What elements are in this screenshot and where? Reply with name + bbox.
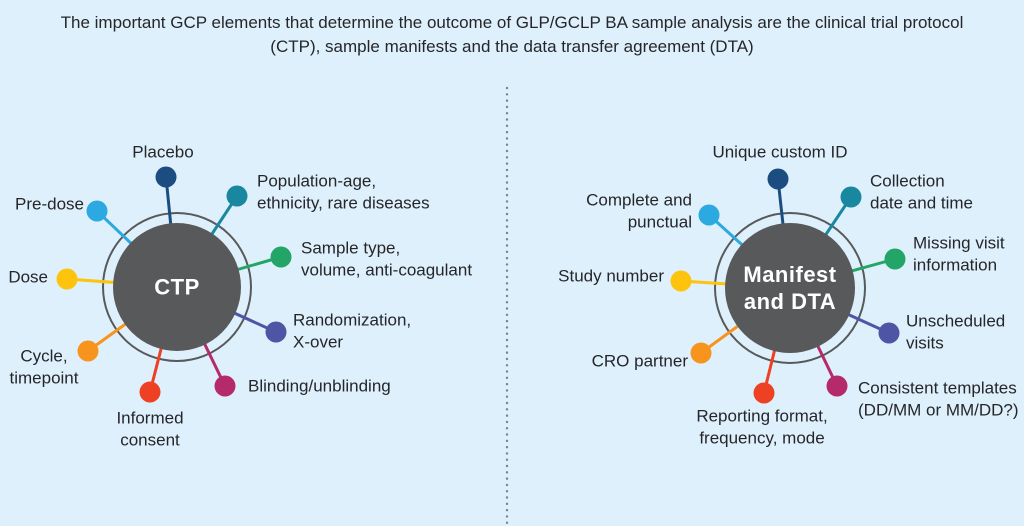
spoke-dot [86, 200, 108, 222]
spoke-dot [56, 268, 78, 290]
spoke-dot [878, 322, 900, 344]
hub-circle-ctp [113, 223, 241, 351]
spoke-dot [670, 270, 692, 292]
spoke-dot [753, 382, 775, 404]
spoke-dot [77, 340, 99, 362]
spoke-dot [139, 381, 161, 403]
spoke-dot [270, 246, 292, 268]
hub-circle-manifest-dta [725, 223, 855, 353]
spoke-dot [265, 321, 287, 343]
hub-ring [714, 212, 866, 364]
spoke-dot [767, 168, 789, 190]
spoke-dot [826, 375, 848, 397]
diagram-ctp [56, 166, 292, 403]
spoke-dot [698, 204, 720, 226]
spoke-dot [840, 186, 862, 208]
spoke-dot [884, 248, 906, 270]
spoke-dot [226, 185, 248, 207]
spoke-dot [690, 342, 712, 364]
spoke-dot [155, 166, 177, 188]
hub-ring [102, 212, 252, 362]
diagram-manifest-dta [670, 168, 906, 404]
spoke-dot [214, 375, 236, 397]
